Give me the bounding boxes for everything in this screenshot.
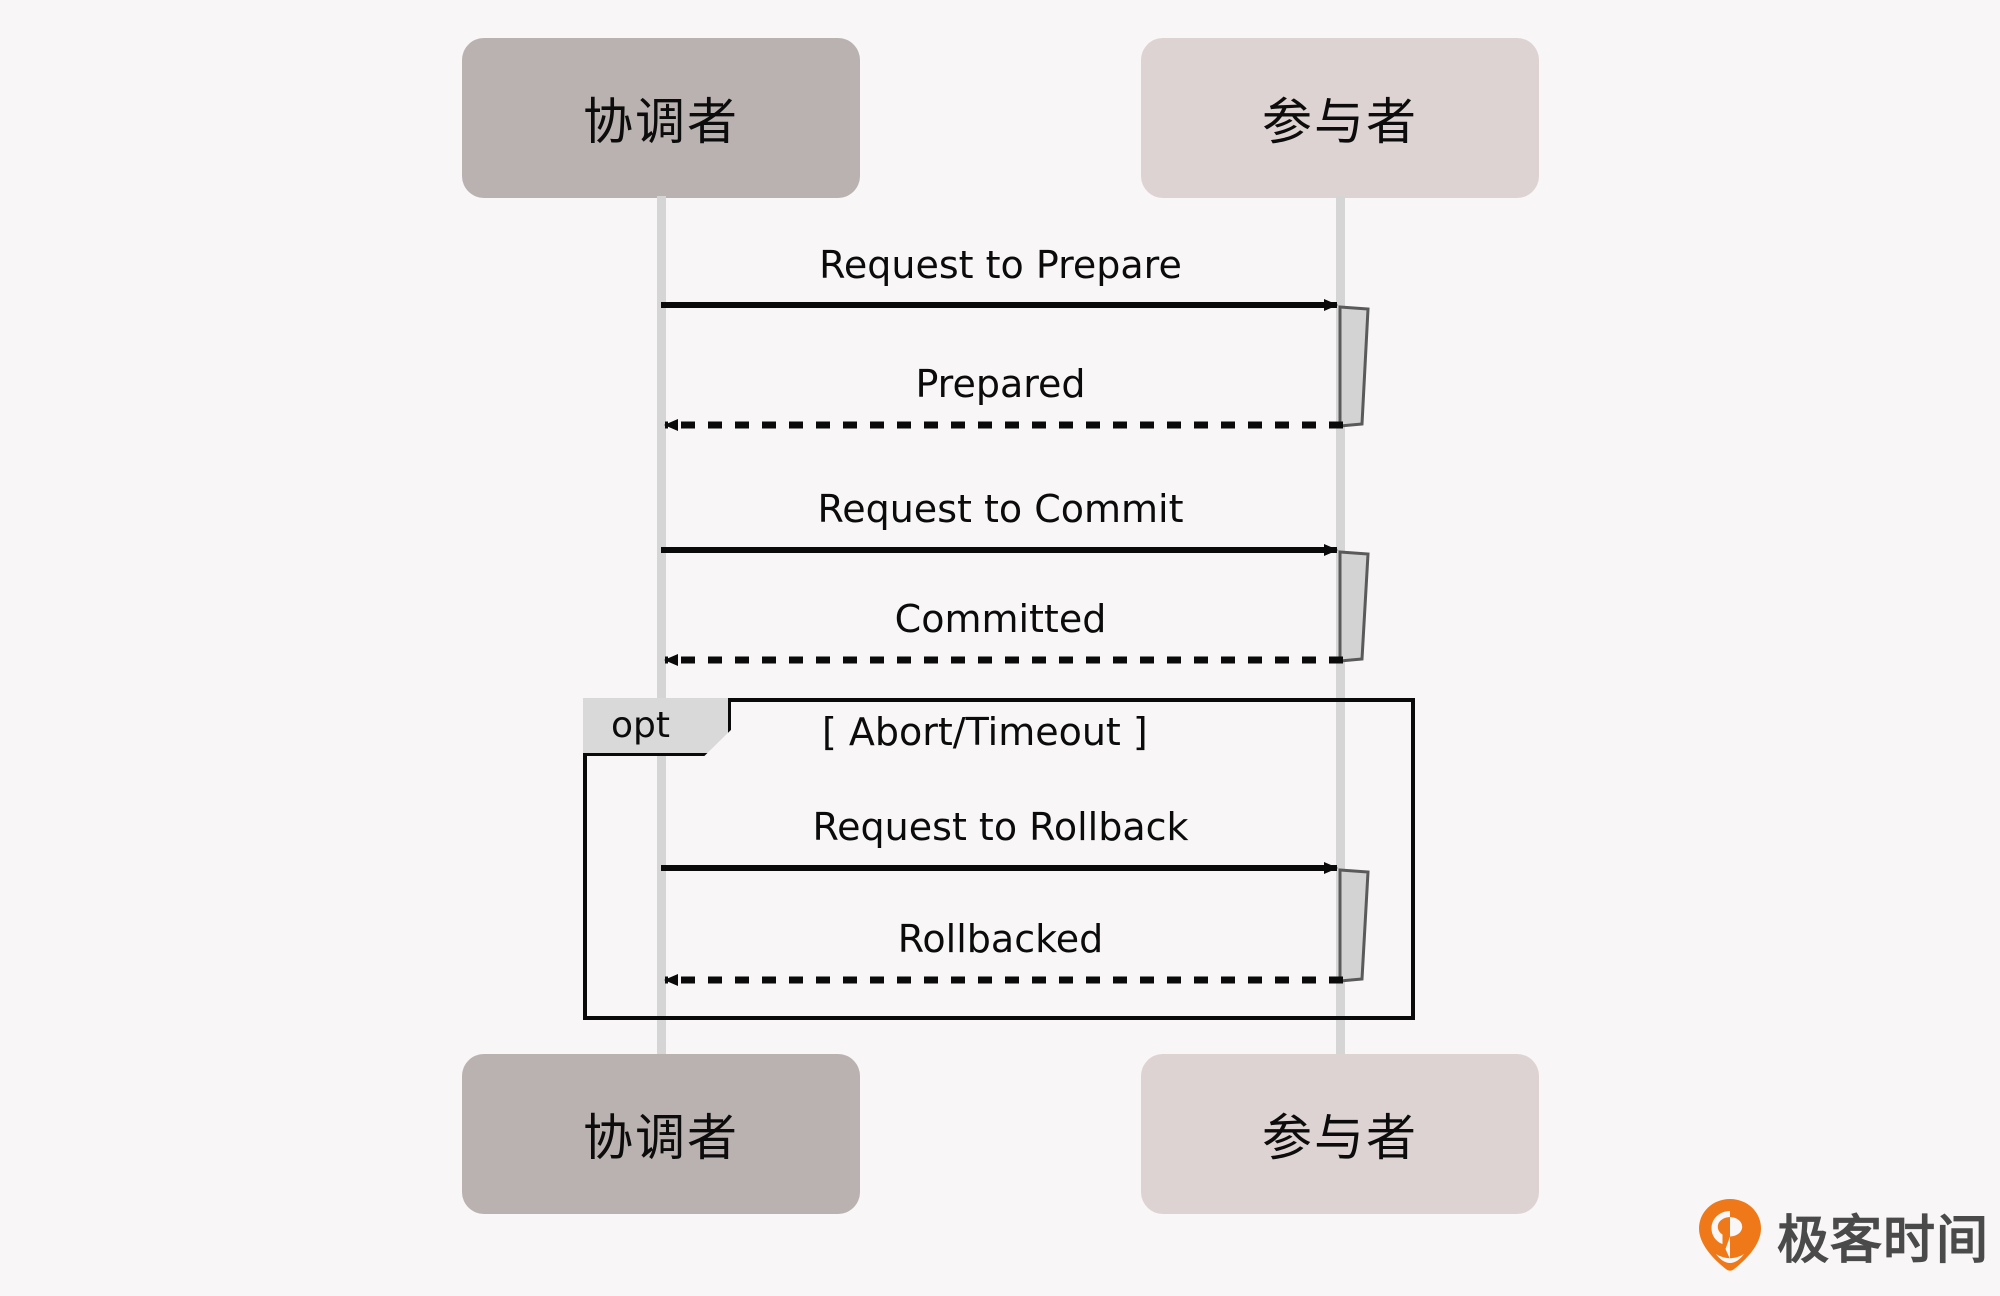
participant-label-coordinator-bottom: 协调者 xyxy=(583,1109,739,1167)
message-text: Request to Rollback xyxy=(812,805,1189,849)
message-text: Request to Prepare xyxy=(819,243,1182,287)
participant-box-participant-bottom[interactable]: 参与者 xyxy=(1141,1054,1539,1214)
fragment-opt-guard-label: [ Abort/Timeout ] xyxy=(822,710,1148,754)
participant-label-participant-bottom: 参与者 xyxy=(1262,1109,1418,1167)
message-label-prepared: Prepared xyxy=(661,362,1340,406)
fragment-opt[interactable] xyxy=(583,698,1415,1020)
message-label-rollbacked: Rollbacked xyxy=(661,917,1340,961)
message-text: Rollbacked xyxy=(897,917,1104,961)
message-label-request-to-rollback: Request to Rollback xyxy=(661,805,1340,849)
brand-name: 极客时间 xyxy=(1777,1210,1990,1271)
participant-label-coordinator-top: 协调者 xyxy=(583,93,739,151)
fragment-opt-guard: [ Abort/Timeout ] xyxy=(822,710,1148,754)
lifeline-coordinator xyxy=(657,196,666,1056)
geekbang-pin-icon xyxy=(1699,1199,1761,1271)
message-text: Prepared xyxy=(915,362,1086,406)
brand-watermark: 极客时间 xyxy=(1697,1197,1989,1273)
participant-label-participant-top: 参与者 xyxy=(1262,93,1418,151)
fragment-opt-tag: opt xyxy=(583,698,731,756)
fragment-opt-operator-label: opt xyxy=(611,705,670,746)
participant-box-participant-top[interactable]: 参与者 xyxy=(1141,38,1539,198)
message-label-request-to-prepare: Request to Prepare xyxy=(661,243,1340,287)
message-label-committed: Committed xyxy=(661,597,1340,641)
message-text: Request to Commit xyxy=(817,487,1184,531)
participant-box-coordinator-top[interactable]: 协调者 xyxy=(462,38,860,198)
message-label-request-to-commit: Request to Commit xyxy=(661,487,1340,531)
participant-box-coordinator-bottom[interactable]: 协调者 xyxy=(462,1054,860,1214)
message-text: Committed xyxy=(894,597,1107,641)
